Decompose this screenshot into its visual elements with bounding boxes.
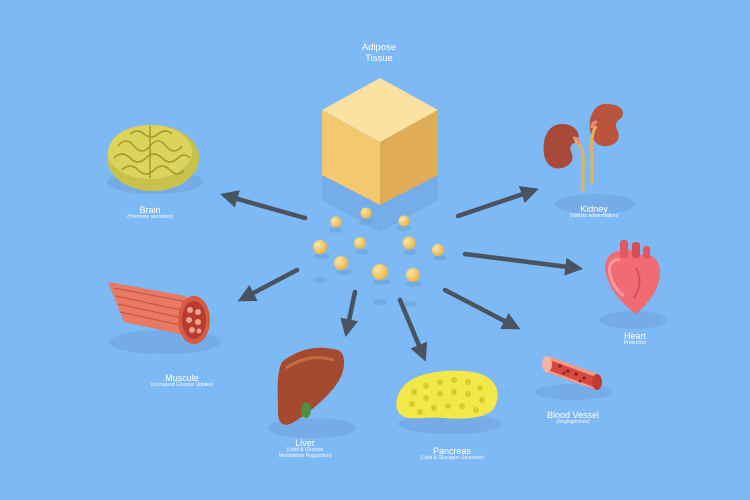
adipose-title-line1: Adipose bbox=[361, 42, 397, 53]
arrow-to-muscle bbox=[237, 267, 300, 302]
blood-vessel-label: Blood Vessel (Angiogenesis) bbox=[547, 410, 599, 426]
adipose-tissue-label: Adipose Tissue bbox=[361, 42, 397, 65]
signal-arrows bbox=[220, 185, 584, 362]
pancreas-note: (Lipid & Glucagon Secretion) bbox=[420, 455, 484, 462]
adipocyte-cluster bbox=[313, 207, 447, 307]
arrow-to-blood-vessel bbox=[442, 287, 521, 330]
adipose-title-line2: Tissue bbox=[365, 52, 393, 64]
brain-name: Brain bbox=[139, 205, 161, 215]
muscle-icon bbox=[108, 282, 221, 354]
kidney-label: Kidney (Inhibits inflammation) bbox=[570, 204, 619, 220]
arrow-to-liver bbox=[340, 289, 359, 338]
heart-note: Protection bbox=[623, 340, 647, 347]
brain-label: Brain (Hormone secretion) bbox=[127, 205, 173, 221]
blood-vessel-icon bbox=[536, 356, 612, 400]
muscle-name: Muscule bbox=[165, 373, 199, 383]
brain-icon bbox=[107, 125, 203, 194]
liver-label: Liver (Lipid & Glucose Metabolism Regula… bbox=[279, 438, 332, 460]
liver-note-line2: Metabolism Regulation) bbox=[278, 453, 332, 460]
heart-label: Heart Protection bbox=[624, 331, 647, 347]
arrow-to-brain bbox=[220, 190, 308, 221]
brain-note: (Hormone secretion) bbox=[127, 214, 173, 221]
arrow-to-pancreas bbox=[397, 297, 428, 362]
blood-vessel-note: (Angiogenesis) bbox=[556, 419, 590, 426]
pancreas-name: Pancreas bbox=[432, 446, 472, 456]
pancreas-icon bbox=[396, 370, 502, 434]
muscle-note: (Increased Glucose Uptake) bbox=[150, 382, 214, 389]
blood-vessel-name: Blood Vessel bbox=[546, 410, 600, 420]
arrow-to-heart bbox=[462, 251, 584, 276]
kidney-note: (Inhibits inflammation) bbox=[569, 213, 619, 220]
muscle-label: Muscule (Increased Glucose Uptake) bbox=[151, 373, 213, 389]
kidney-name: Kidney bbox=[580, 204, 608, 214]
arrow-to-kidney bbox=[455, 185, 539, 219]
liver-note-line1: (Lipid & Glucose bbox=[286, 447, 324, 454]
liver-icon bbox=[268, 347, 356, 438]
heart-name: Heart bbox=[623, 331, 647, 341]
adipose-tissue-cube-icon bbox=[322, 78, 438, 232]
kidney-icon bbox=[543, 103, 635, 214]
liver-name: Liver bbox=[295, 438, 315, 448]
heart-icon bbox=[599, 240, 667, 329]
pancreas-label: Pancreas (Lipid & Glucagon Secretion) bbox=[420, 446, 484, 462]
